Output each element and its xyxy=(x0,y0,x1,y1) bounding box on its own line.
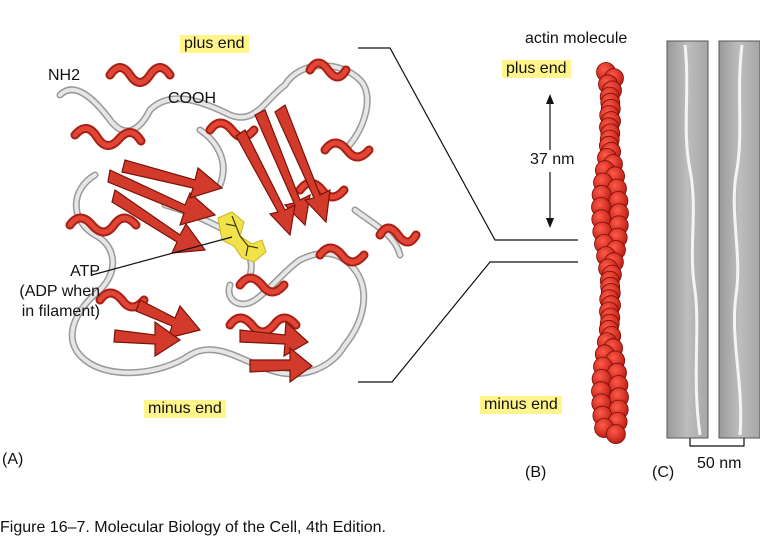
actin-bead xyxy=(606,424,626,445)
filament-trace-1 xyxy=(683,44,702,436)
panel-c-letter: (C) xyxy=(652,464,675,481)
electron-micrographs xyxy=(666,40,760,439)
spacing-dimension xyxy=(546,94,554,228)
atp-label: ATP (ADP when in filament) xyxy=(0,262,100,322)
plus-end-label-a: plus end xyxy=(180,35,249,53)
panel-b-letter: (B) xyxy=(525,464,547,481)
atp-molecule xyxy=(217,211,267,263)
spacing-label: 37 nm xyxy=(530,151,575,168)
actin-molecule-label: actin molecule xyxy=(525,30,628,47)
minus-end-label-b: minus end xyxy=(480,396,562,414)
atp-label-line1: ATP xyxy=(70,263,100,280)
scale-bar-label: 50 nm xyxy=(697,455,742,472)
atp-label-line3: in filament) xyxy=(21,303,100,320)
atp-label-line2: (ADP when xyxy=(19,283,100,300)
atp-pointer-line xyxy=(91,236,233,276)
panel-a-letter: (A) xyxy=(2,451,24,468)
filament-trace-2 xyxy=(732,44,744,436)
minus-end-label-a: minus end xyxy=(144,400,226,418)
actin-monomer-structure xyxy=(56,58,421,384)
figure-caption: Figure 16–7. Molecular Biology of the Ce… xyxy=(0,519,386,536)
scale-bar xyxy=(689,438,745,447)
plus-end-label-b: plus end xyxy=(502,60,571,78)
beta-strands xyxy=(107,104,331,384)
nh2-label: NH2 xyxy=(48,67,81,84)
actin-filament xyxy=(591,62,629,445)
cooh-label: COOH xyxy=(168,90,216,107)
zoom-lines xyxy=(358,47,578,383)
